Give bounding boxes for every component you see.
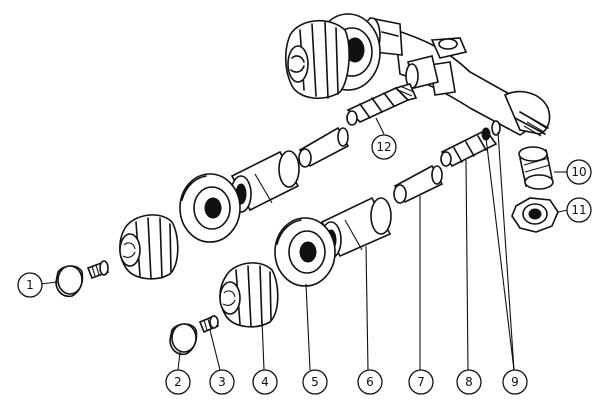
lower-cone bbox=[393, 164, 444, 204]
callout-label-2: 2 bbox=[174, 375, 182, 389]
callout-label-12: 12 bbox=[376, 140, 391, 154]
lower-stem bbox=[440, 120, 501, 168]
callout-8: 8 bbox=[456, 369, 482, 395]
callout-label-10: 10 bbox=[571, 165, 586, 179]
valve-body bbox=[363, 16, 551, 137]
bushing bbox=[518, 146, 554, 190]
callout-label-11: 11 bbox=[571, 203, 586, 217]
callout-label-6: 6 bbox=[366, 375, 374, 389]
callout-2: 2 bbox=[165, 369, 191, 395]
lower-screw-and-cap bbox=[169, 314, 220, 356]
upper-knob bbox=[119, 214, 179, 280]
callout-label-5: 5 bbox=[311, 375, 319, 389]
callout-11: 11 bbox=[566, 197, 592, 223]
upper-stem bbox=[346, 83, 418, 126]
upper-screw-and-cap bbox=[55, 260, 110, 298]
callout-1: 1 bbox=[17, 272, 43, 298]
leader-lines bbox=[39, 117, 569, 371]
callout-label-8: 8 bbox=[465, 375, 473, 389]
upper-escutcheon bbox=[179, 173, 241, 243]
callout-10: 10 bbox=[566, 159, 592, 185]
callout-12: 12 bbox=[371, 134, 397, 160]
callout-3: 3 bbox=[209, 369, 235, 395]
nut bbox=[511, 197, 559, 233]
top-handle-assembly bbox=[284, 13, 381, 99]
callout-7: 7 bbox=[408, 369, 434, 395]
callout-9: 9 bbox=[502, 369, 528, 395]
callout-4: 4 bbox=[252, 369, 278, 395]
upper-cone bbox=[298, 126, 350, 168]
lower-escutcheon bbox=[274, 217, 336, 287]
callout-label-1: 1 bbox=[26, 278, 34, 292]
callout-5: 5 bbox=[302, 369, 328, 395]
callout-6: 6 bbox=[357, 369, 383, 395]
callout-label-7: 7 bbox=[417, 375, 425, 389]
callout-label-9: 9 bbox=[511, 375, 519, 389]
upper-sleeve bbox=[230, 150, 300, 213]
callout-label-3: 3 bbox=[218, 375, 226, 389]
callout-label-4: 4 bbox=[261, 375, 269, 389]
lower-knob bbox=[219, 262, 279, 328]
